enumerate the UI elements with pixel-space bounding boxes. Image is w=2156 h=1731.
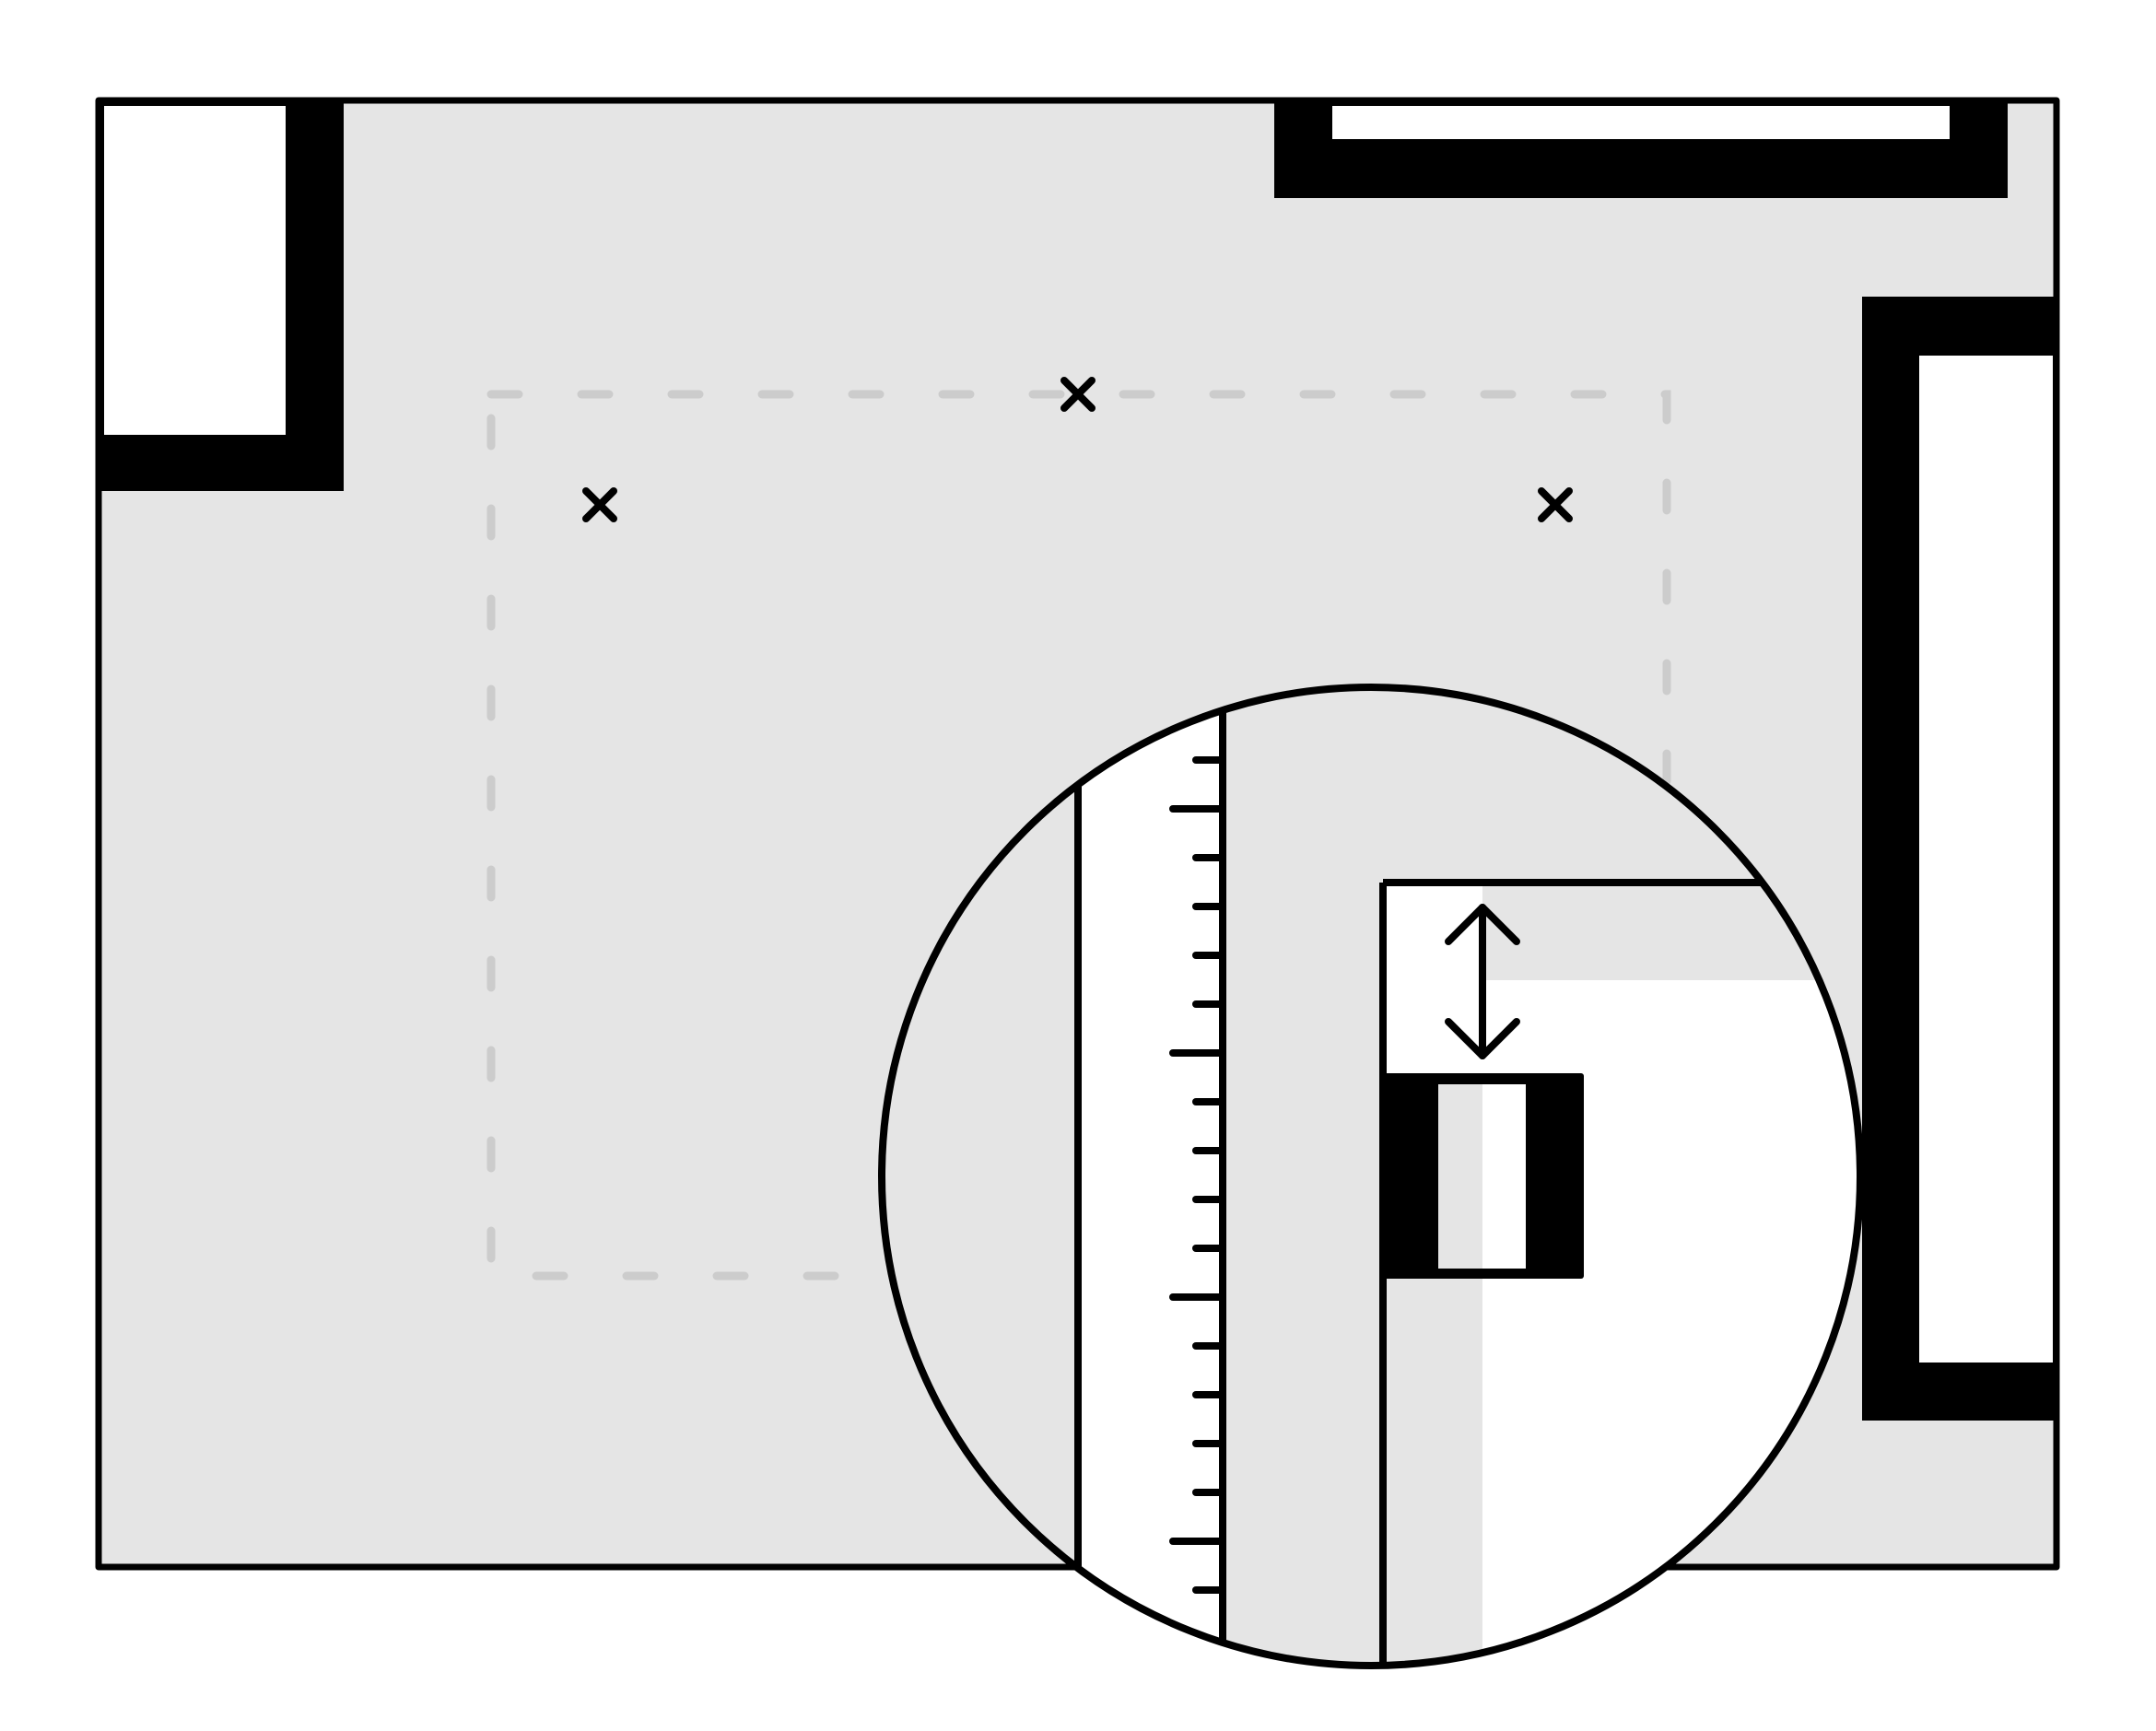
magnifier-outline (878, 684, 1864, 1669)
x-mark-icon (582, 487, 617, 522)
opening-right (1919, 356, 2053, 1363)
opening-top-right (1332, 106, 1950, 139)
magnifier-circle (878, 684, 1864, 1669)
wall-right (1862, 297, 2056, 1421)
ruler-ticks (1169, 756, 1226, 1594)
double-arrow-vertical-icon (1445, 904, 1520, 1059)
wall-top-right (1274, 100, 2008, 198)
zoomed-wall-segment (1383, 1073, 1584, 1279)
x-mark-icon (1060, 377, 1096, 412)
x-mark-icon (1538, 487, 1573, 522)
opening-top-left (104, 106, 286, 435)
wall-top-left (99, 100, 344, 491)
ruler-strip (1078, 687, 1223, 1666)
